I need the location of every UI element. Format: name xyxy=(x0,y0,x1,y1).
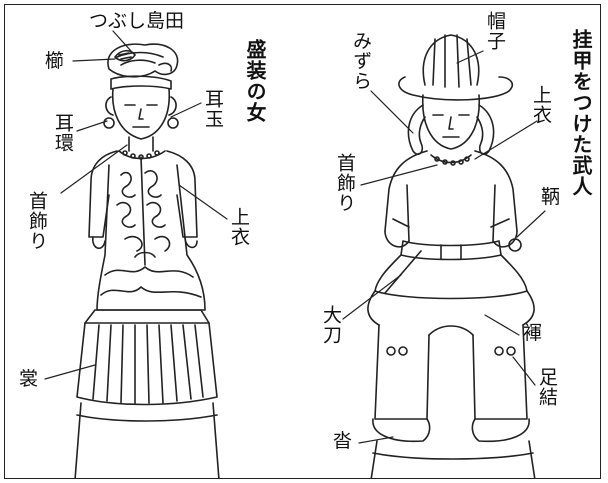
warrior-haniwa-figure xyxy=(367,34,536,478)
label-kushi: 櫛 xyxy=(45,50,65,72)
label-uwagi-right: 上衣 xyxy=(530,85,552,125)
label-tomo: 鞆 xyxy=(541,186,561,208)
illustration-frame: 盛装の女 つぶし島田 櫛 耳玉 耳環 首飾り 上衣 裳 挂甲をつけた武人 帽子 … xyxy=(4,4,601,479)
label-tsubushi-shimada: つぶし島田 xyxy=(89,10,185,32)
label-mizura: みずら xyxy=(350,31,372,91)
label-tachi: 大刀 xyxy=(320,305,342,345)
label-boushi: 帽子 xyxy=(484,11,506,51)
label-kubikazari-left: 首飾り xyxy=(26,191,48,251)
label-mimidama: 耳玉 xyxy=(202,89,224,129)
label-mo: 裳 xyxy=(19,368,39,390)
label-hakama: 褌 xyxy=(523,322,543,344)
label-uwagi-left: 上衣 xyxy=(228,207,250,247)
label-ashiyui: 足結 xyxy=(536,367,558,407)
label-kubikazari-right: 首飾り xyxy=(334,153,356,213)
female-haniwa-figure xyxy=(74,43,220,478)
leader-lines xyxy=(44,30,546,444)
label-kutsu: 沓 xyxy=(333,430,353,452)
haniwa-illustration xyxy=(44,30,546,478)
female-figure-title: 盛装の女 xyxy=(243,39,267,123)
label-mimiwa: 耳環 xyxy=(52,113,74,153)
warrior-figure-title: 挂甲をつけた武人 xyxy=(569,29,593,197)
